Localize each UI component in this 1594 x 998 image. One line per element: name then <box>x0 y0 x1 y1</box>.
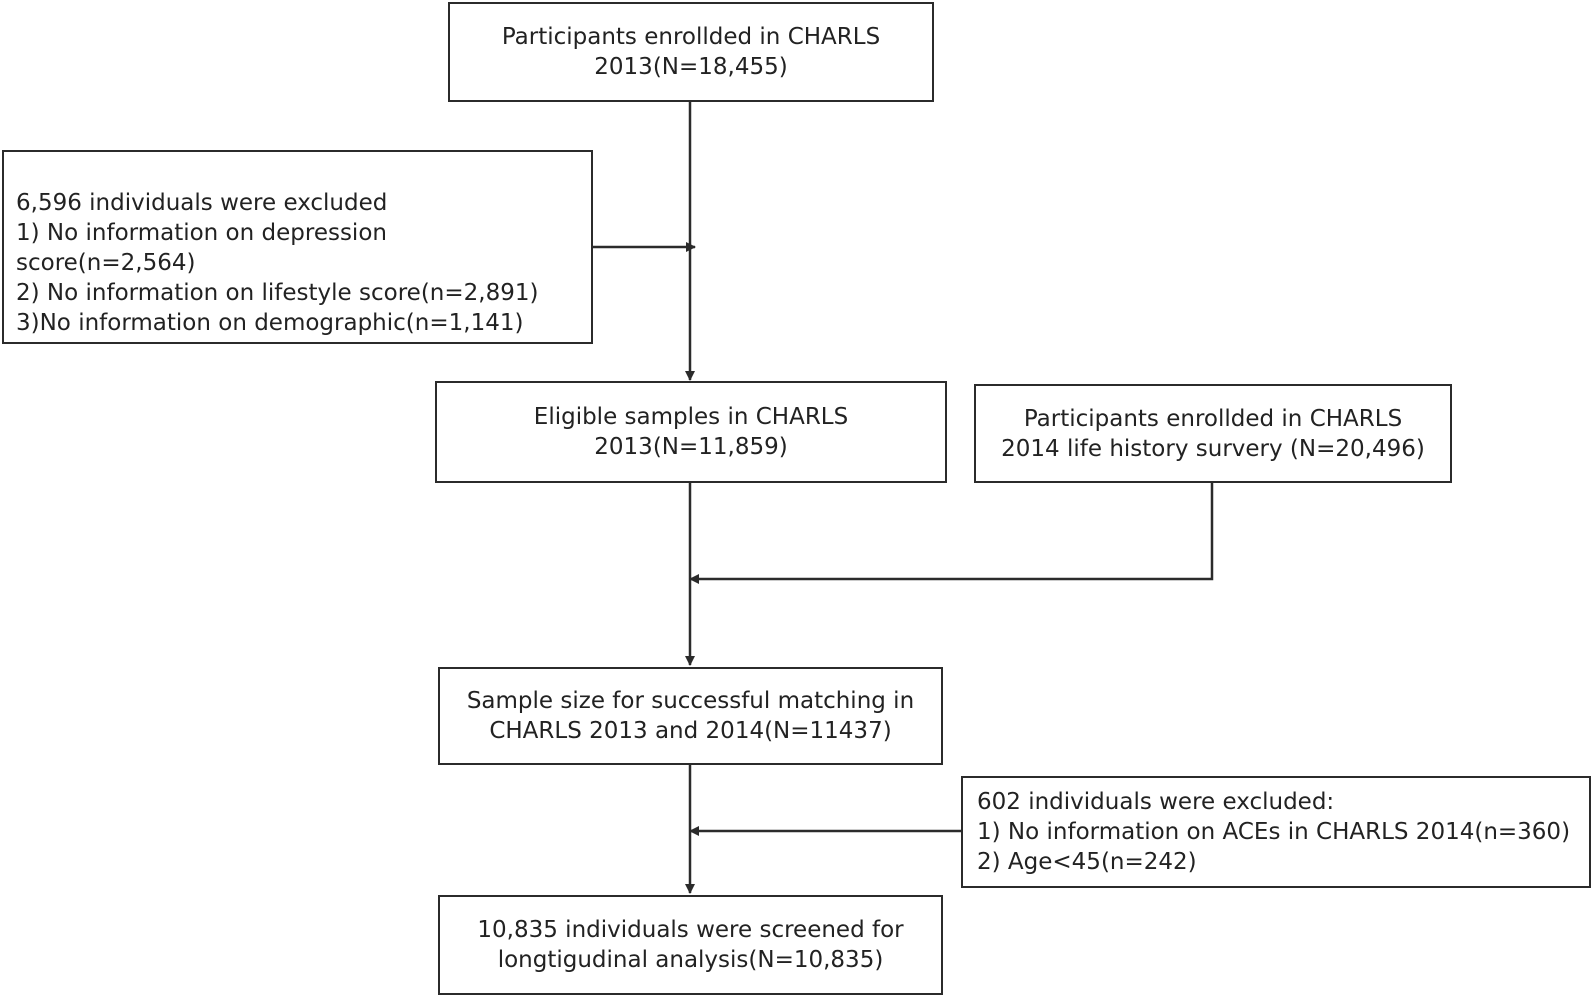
box-line: 2) No information on lifestyle score(n=2… <box>16 280 539 306</box>
box-eligible-2013: Eligible samples in CHARLS 2013(N=11,859… <box>435 381 947 483</box>
box-line: 2013(N=11,859) <box>594 434 788 460</box>
box-line: 2014 life history survery (N=20,496) <box>1001 435 1425 462</box>
box-line: 6,596 individuals were excluded <box>16 190 388 216</box>
box-line: Participants enrollded in CHARLS <box>501 24 881 50</box>
box-line: 1) No information on ACEs in CHARLS 2014… <box>977 819 1571 845</box>
box-line: 2) Age<45(n=242) <box>977 849 1197 875</box>
box-enrolled-2014: Participants enrollded in CHARLS 2014 li… <box>974 384 1452 483</box>
arrow-enrolled2014-to-main <box>689 483 1214 584</box>
box-line: Participants enrollded in CHARLS <box>1023 405 1403 432</box>
box-line: score(n=2,564) <box>16 250 196 276</box>
box-matched: Sample size for successful matching in C… <box>438 667 943 765</box>
box-line: 2013(N=18,455) <box>594 54 788 80</box>
box-enrolled-2013: Participants enrollded in CHARLS 2013(N=… <box>448 2 934 102</box>
box-line: Eligible samples in CHARLS <box>533 404 849 430</box>
box-line: 3)No information on demographic(n=1,141) <box>16 310 524 336</box>
box-line: 10,835 individuals were screened for <box>477 917 904 943</box>
box-line: 602 individuals were excluded: <box>977 789 1335 815</box>
box-excluded-1: 6,596 individuals were excluded 1) No in… <box>2 150 593 344</box>
box-final: 10,835 individuals were screened for lon… <box>438 895 943 995</box>
box-excluded-2: 602 individuals were excluded: 1) No inf… <box>961 776 1591 888</box>
box-line: 1) No information on depression <box>16 220 387 246</box>
box-line: CHARLS 2013 and 2014(N=11437) <box>489 718 892 744</box>
box-line: Sample size for successful matching in <box>466 688 915 714</box>
box-line: longtigudinal analysis(N=10,835) <box>497 947 884 973</box>
